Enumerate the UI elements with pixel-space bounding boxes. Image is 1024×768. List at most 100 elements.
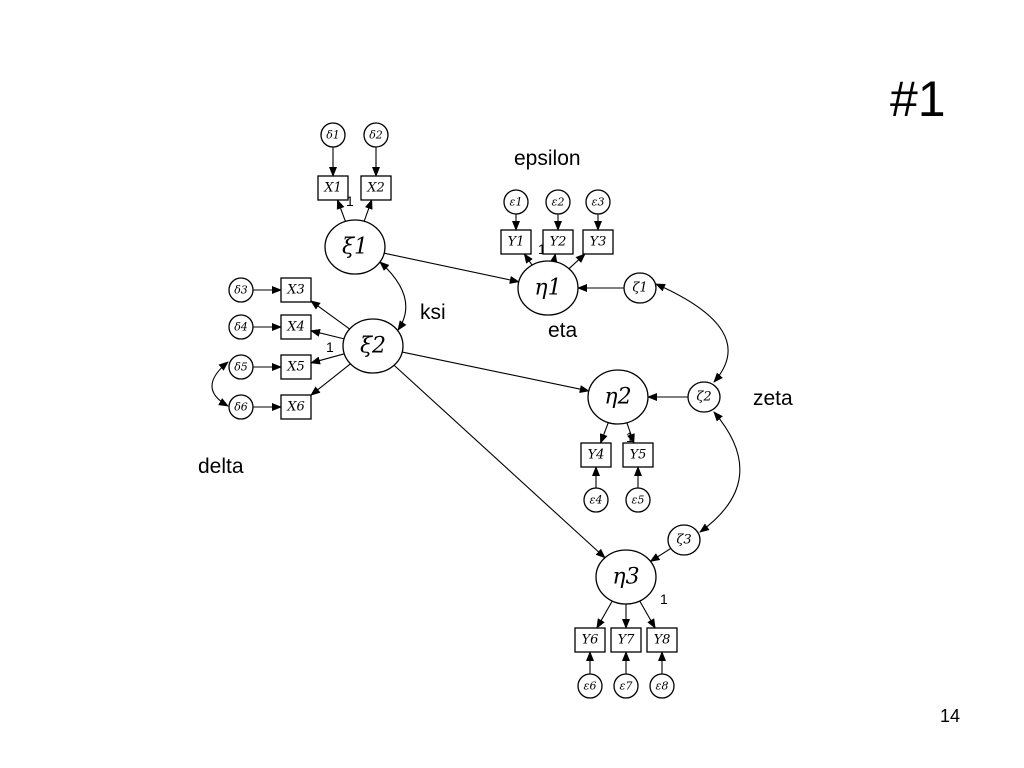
edge-ksi2-x5	[310, 353, 345, 365]
error-ellipse-e8	[649, 673, 675, 699]
loading-label-eta1-y1: 1	[538, 241, 546, 257]
node-d6: δ6	[228, 394, 254, 420]
node-label-z2: ζ2	[696, 390, 711, 405]
node-z3: ζ3	[667, 524, 701, 556]
error-ellipse-e6	[577, 673, 603, 699]
node-x3: X3	[280, 277, 312, 303]
label-delta: delta	[198, 455, 244, 478]
node-label-y1: Y1	[508, 235, 525, 250]
edge-eta1-y1	[523, 253, 533, 266]
node-label-d6: δ6	[234, 401, 248, 414]
latent-ellipse-ksi2	[342, 318, 404, 374]
node-label-y8: Y8	[654, 633, 671, 648]
node-e6: ε6	[577, 673, 603, 699]
node-label-y4: Y4	[588, 448, 605, 463]
label-eta: eta	[548, 319, 578, 342]
error-ellipse-d6	[228, 394, 254, 420]
node-y5: Y5	[622, 442, 654, 468]
node-y4: Y4	[580, 442, 612, 468]
node-eta3: η3	[595, 549, 657, 605]
node-y3: Y3	[582, 229, 614, 255]
node-ksi1: ξ1	[324, 219, 386, 275]
node-x2: X2	[360, 175, 392, 201]
node-eta1: η1	[517, 260, 579, 316]
page-number: 14	[940, 706, 961, 726]
node-x5: X5	[280, 354, 312, 380]
node-d2: δ2	[363, 122, 389, 148]
node-label-d5: δ5	[234, 361, 248, 374]
edge-eta1-y3	[568, 253, 586, 270]
edge-ksi2-eta3	[393, 364, 606, 559]
disturbance-ellipse-z3	[667, 524, 701, 556]
node-label-y5: Y5	[630, 448, 647, 463]
loading-label-eta3-y8: 1	[660, 591, 668, 607]
node-label-x2: X2	[366, 181, 385, 196]
latent-ellipse-eta3	[595, 549, 657, 605]
label-epsilon: epsilon	[514, 147, 581, 170]
node-x4: X4	[280, 314, 312, 340]
node-x6: X6	[280, 394, 312, 420]
observed-box-y7	[610, 627, 642, 653]
edge-ksi2-x4	[310, 328, 345, 340]
node-label-y6: Y6	[582, 633, 599, 648]
observed-box-x3	[280, 277, 312, 303]
loading-label-ksi1-x1: 1	[346, 193, 354, 209]
node-y2: Y2	[542, 229, 574, 255]
edge-eta2-y5	[626, 422, 635, 444]
node-label-y3: Y3	[590, 235, 607, 250]
latent-ellipse-eta1	[517, 260, 579, 316]
node-label-e8: ε8	[656, 680, 669, 693]
edge-eta1-y2	[549, 253, 558, 264]
node-ksi2: ξ2	[342, 318, 404, 374]
node-d5: δ5	[228, 354, 254, 380]
edge-ksi2-x3	[310, 300, 350, 330]
node-label-d2: δ2	[369, 129, 383, 142]
node-label-eta1: η1	[534, 276, 561, 301]
error-ellipse-e4	[583, 487, 609, 513]
node-label-e3: ε3	[592, 196, 605, 209]
observed-box-x5	[280, 354, 312, 380]
observed-box-x6	[280, 394, 312, 420]
observed-box-y5	[622, 442, 654, 468]
loading-label-eta2-y5: 1	[626, 429, 634, 445]
disturbance-ellipse-z2	[687, 381, 721, 413]
covariance-z2-z3	[699, 411, 741, 533]
node-e8: ε8	[649, 673, 675, 699]
error-ellipse-d5	[228, 354, 254, 380]
observed-box-x2	[360, 175, 392, 201]
node-label-eta3: η3	[612, 565, 639, 590]
observed-box-x1	[317, 175, 349, 201]
label-ksi: ksi	[420, 301, 446, 324]
node-label-eta2: η2	[604, 385, 631, 410]
node-e5: ε5	[625, 487, 651, 513]
node-label-e5: ε5	[632, 494, 645, 507]
edge-eta3-y8	[639, 600, 656, 629]
node-label-d3: δ3	[234, 284, 248, 297]
latent-ellipse-ksi1	[324, 219, 386, 275]
node-label-d1: δ1	[326, 129, 340, 142]
error-ellipse-e7	[613, 673, 639, 699]
node-eta2: η2	[587, 369, 649, 425]
error-ellipse-e5	[625, 487, 651, 513]
node-y7: Y7	[610, 627, 642, 653]
node-e4: ε4	[583, 487, 609, 513]
observed-box-y1	[500, 229, 532, 255]
covariance-ksi1-ksi2	[379, 261, 407, 331]
node-d4: δ4	[228, 314, 254, 340]
error-ellipse-e2	[545, 189, 571, 215]
node-label-x4: X4	[286, 320, 305, 335]
node-label-e1: ε1	[510, 196, 523, 209]
disturbance-ellipse-z1	[623, 272, 657, 304]
node-d3: δ3	[228, 277, 254, 303]
node-y1: Y1	[500, 229, 532, 255]
label-zeta: zeta	[753, 387, 793, 410]
node-label-x6: X6	[286, 400, 305, 415]
covariance-layer	[211, 261, 741, 533]
edge-ksi1-eta1	[384, 252, 520, 284]
node-label-e7: ε7	[620, 680, 633, 693]
node-label-x5: X5	[286, 360, 305, 375]
edge-ksi1-x1	[336, 199, 346, 222]
error-ellipse-e3	[585, 189, 611, 215]
